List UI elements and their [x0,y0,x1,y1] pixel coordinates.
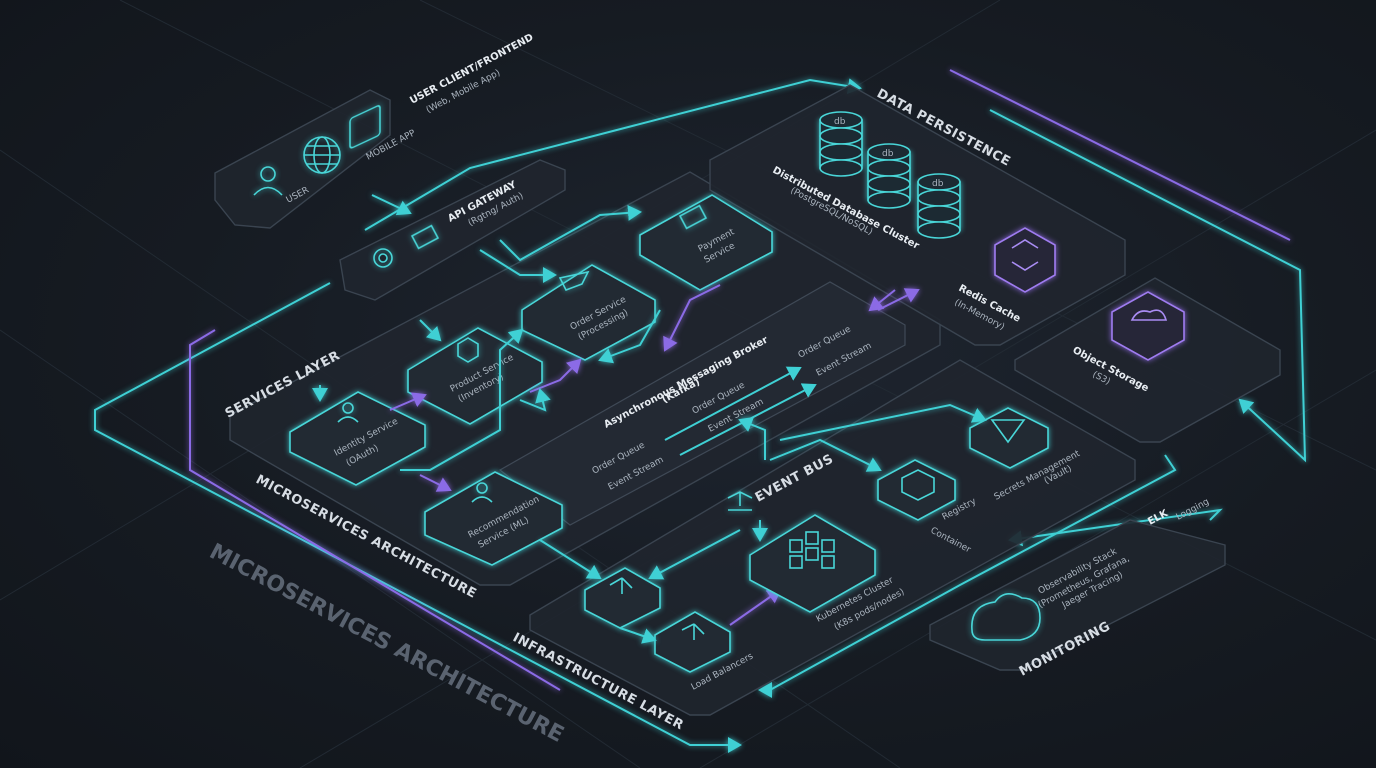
outer-wires [94,69,1307,753]
user-node[interactable] [253,166,283,196]
monitoring-return-wire [758,454,1177,698]
credit-card-icon [678,204,708,230]
product-service-node[interactable]: Product Service (Inventory) [407,327,543,425]
api-gateway-node[interactable]: API GATEWAY (Rgtng/ Auth) [339,159,566,301]
router-icon [410,224,440,250]
gateway-outer-wire [94,282,742,753]
bus-secrets-wire [779,403,987,441]
purple-outer-wire [189,329,561,691]
cloud-icon [971,593,1041,641]
recommendation-user-icon [476,482,488,494]
payment-service-node[interactable]: Payment Service [639,194,773,291]
monitoring-panel [929,519,1226,671]
gear-icon [373,248,393,268]
elk-wire [1008,508,1223,547]
object-storage-node[interactable] [1111,291,1185,361]
order-service-node[interactable]: Order Service (Processing) [521,264,656,361]
service-wires [312,204,896,580]
redis-wire [877,288,920,311]
database-icon: db [917,173,961,239]
lb-k8s-wire [729,588,782,626]
db-label: db [882,149,894,159]
client-panel: USER MOBILE APP [214,89,418,229]
load-balancer-node[interactable] [654,611,731,673]
lb-wire [619,627,657,644]
database-icon: db [867,143,911,209]
kubernetes-cluster-node[interactable] [749,514,876,613]
top-purple-wire [949,69,1291,241]
db-label: db [834,117,846,127]
right-storage-wire [989,109,1307,463]
pods-icon [789,531,835,569]
load-balancer-node[interactable] [584,567,661,629]
cart-icon [558,270,590,292]
network-icon [681,623,705,640]
redis-cache-node[interactable] [994,227,1056,293]
shield-icon [990,419,1026,444]
database-stack[interactable]: db db db [819,111,961,239]
box-icon [457,337,479,363]
cloud-icon [1130,309,1168,321]
redis-icon [1011,239,1039,271]
container-registry-node[interactable] [877,459,956,521]
identity-user-icon [342,402,354,414]
top-data-wire [364,78,862,231]
database-icon: db [819,111,863,177]
db-label: db [932,179,944,189]
web-globe-icon [303,136,341,174]
bus-registry-wire [769,438,882,472]
logging-label: Logging [1175,497,1211,523]
elk-label: ELK [1146,508,1171,528]
client-to-gateway-wire [371,194,412,216]
network-icon [609,577,633,594]
identity-service-node[interactable]: Identity Service (OAuth) [289,391,426,486]
mobile-app-icon[interactable] [349,105,381,149]
bus-lb-wire [648,529,741,580]
event-bus-icon [727,491,753,511]
recommendation-service-node[interactable]: Recommendation Service (ML) [424,471,563,566]
container-icon [901,469,935,501]
secrets-management-node[interactable] [969,407,1049,469]
client-layer-title: USER CLIENT/FRONTEND [408,32,535,107]
monitoring-cloud-node[interactable] [971,593,1041,641]
